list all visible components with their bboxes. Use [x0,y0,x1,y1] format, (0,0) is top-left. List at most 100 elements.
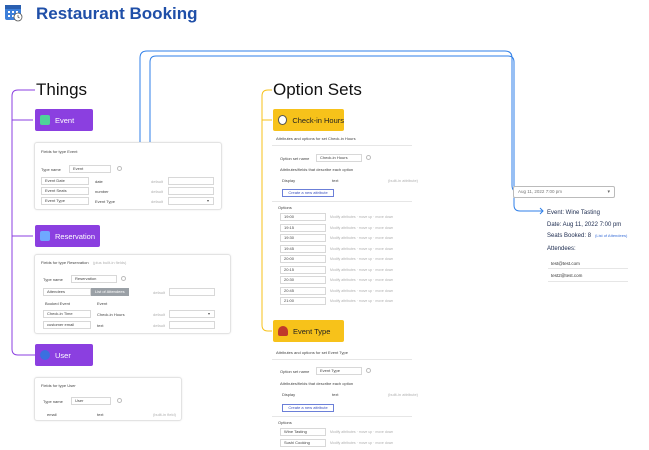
option-input[interactable]: 19:45 [280,244,326,253]
info-icon [366,155,371,160]
field-type: text [97,412,104,417]
event-pill-label: Event [55,115,75,125]
display-type: text [332,392,339,397]
option-actions[interactable]: Modify attributes · move up · move down [330,225,394,230]
user-card: Fields for type User Type name User emai… [34,377,182,421]
option-input[interactable]: 21:00 [280,297,326,305]
date-select[interactable]: Aug 11, 2022 7:00 pm ▾ [513,186,615,198]
type-name-label: Type name [43,399,63,404]
display-hint: (built-in attribute) [388,392,419,397]
option-input[interactable]: Wine Tasting [280,428,326,436]
field-name-input[interactable]: Event Type [41,197,89,205]
field-name-input[interactable]: Check-in Time [43,310,91,318]
event-line: Event: Wine Tasting [547,210,600,216]
page-title: Restaurant Booking [36,4,198,23]
field-default: default [153,323,166,328]
info-icon [117,166,122,171]
user-pill[interactable]: User [35,344,93,366]
create-attribute-button[interactable]: Create a new attribute [282,404,334,412]
option-actions[interactable]: Modify attributes · move up · move down [330,257,394,261]
seats-text: Seats Booked: 8 [547,233,592,239]
type-name-input[interactable]: Reservation [71,275,117,283]
option-actions[interactable]: Modify attributes · move up · move down [330,215,394,219]
event-type-link [149,55,543,212]
option-input[interactable]: 20:30 [280,276,326,284]
chevron-down-icon: ▾ [207,198,210,203]
event-type-card: Attributes and options for set Event Typ… [272,347,418,447]
event-pill[interactable]: Event [35,109,93,131]
option-actions[interactable]: Modify attributes · move up · move down [330,430,394,434]
field-type: Check-in Hours [97,312,125,317]
reservation-icon [40,231,50,241]
options-label: Options [278,205,292,210]
card-title: Fields for type Reservation [41,260,89,265]
seats-line: Seats Booked: 8(List of Attendees) [547,233,627,239]
chevron-down-icon: ▾ [208,311,211,316]
event-type-pill-label: Event Type [293,326,331,336]
option-input[interactable]: 20:15 [280,265,326,274]
field-type: number [95,189,109,194]
field-default: default [153,290,166,295]
field-name-input[interactable]: Event Seats [41,187,89,195]
default-select[interactable] [168,197,214,205]
field-type: date [95,179,103,184]
default-select[interactable] [169,310,215,318]
card-title: Fields for type User [41,383,76,388]
field-type: text [97,323,104,328]
type-name-input[interactable]: User [71,397,111,405]
options-label: Options [278,420,292,425]
option-input[interactable]: Sushi Cooking [280,438,326,447]
option-input[interactable]: 19:00 [280,213,326,221]
display-label: Display [282,392,296,397]
option-actions[interactable]: Modify attributes · move up · move down [330,246,394,251]
default-input[interactable] [169,321,215,329]
event-icon [40,115,50,125]
type-name-input[interactable]: Event [69,165,111,173]
display-type: text [332,178,339,183]
reservation-pill-label: Reservation [55,231,96,241]
clock-icon [278,115,288,125]
date-select-value: Aug 11, 2022 7:00 pm [518,189,562,194]
set-name-input[interactable]: Check-in Hours [316,154,362,162]
attendees-label: Attendees: [547,246,576,252]
info-icon [117,398,122,403]
set-name-input[interactable]: Event Type [316,367,362,375]
option-input[interactable]: 19:15 [280,223,326,232]
field-default: default [151,189,164,194]
default-input[interactable] [168,187,214,195]
attendee-email: test@test.com [551,261,580,266]
field-default: (built-in field) [153,412,176,417]
checkin-hours-pill[interactable]: Check-in Hours [273,109,344,131]
option-actions[interactable]: Modify attributes · move up · move down [330,236,394,240]
reservation-pill[interactable]: Reservation [35,225,100,247]
create-attribute-button[interactable]: Create a new attribute [282,189,334,197]
option-input[interactable]: 19:30 [280,234,326,242]
calendar-icon [3,2,23,22]
field-type-tag: List of Attendees [91,288,129,296]
default-input[interactable] [169,288,215,296]
event-card: Fields for type Event Type name Event Ev… [34,142,222,210]
field-type: Event [97,301,108,306]
attendee-email: test2@test.com [551,273,583,278]
info-icon [121,276,126,281]
wine-icon [278,326,288,336]
option-actions[interactable]: Modify attributes · move up · move down [330,288,394,293]
user-icon [40,350,50,360]
field-name-input[interactable]: customer email [43,321,91,329]
display-label: Display [282,178,296,183]
option-actions[interactable]: Modify attributes · move up · move down [330,440,394,445]
set-name-label: Option set name [280,369,310,374]
chevron-down-icon: ▾ [607,189,610,195]
default-input[interactable] [168,177,214,185]
event-type-pill[interactable]: Event Type [273,320,344,342]
field-name-input[interactable]: Attendees [43,288,91,296]
option-actions[interactable]: Modify attributes · move up · move down [330,299,394,303]
attendees-link[interactable]: (List of Attendees) [595,233,628,238]
option-actions[interactable]: Modify attributes · move up · move down [330,267,394,272]
checkin-card: Attributes and options for set Check-in … [272,133,418,313]
option-actions[interactable]: Modify attributes · move up · move down [330,278,394,282]
option-input[interactable]: 20:00 [280,255,326,263]
field-name-input[interactable]: Event Date [41,177,89,185]
option-input[interactable]: 20:45 [280,286,326,295]
reservation-card: Fields for type Reservation (plus built-… [34,254,231,334]
